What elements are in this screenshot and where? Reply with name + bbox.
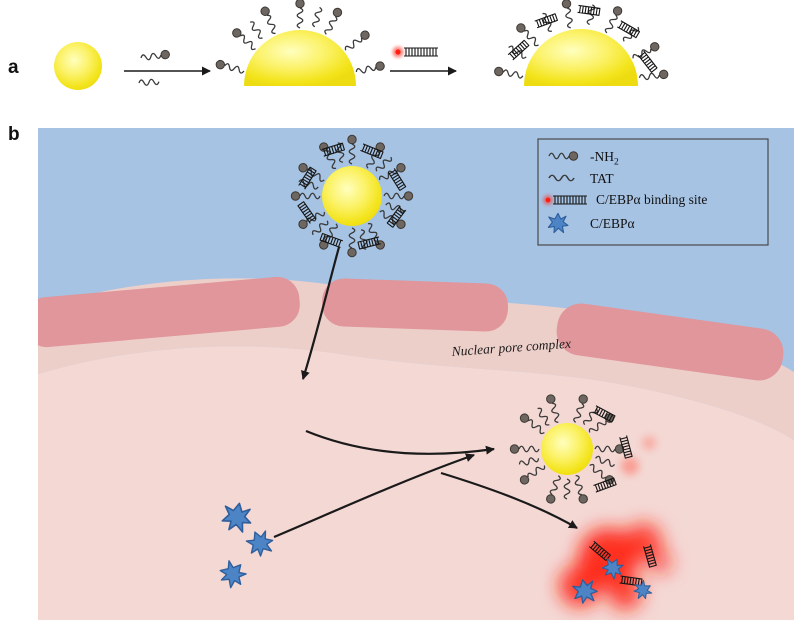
red-fluorophore-dot bbox=[395, 49, 401, 55]
nanoparticle-core bbox=[322, 166, 382, 226]
nanoparticle-dome bbox=[244, 30, 356, 86]
functionalized-nanoparticle-nucleus bbox=[510, 394, 656, 504]
release-fluorescence-arrow bbox=[440, 471, 578, 529]
dna-ladder-icon bbox=[403, 47, 439, 57]
tat-legend-label: TAT bbox=[590, 171, 614, 186]
binding-site-icon bbox=[543, 195, 588, 205]
bare-nanoparticle bbox=[54, 42, 102, 90]
released-fluorophore-glow bbox=[621, 457, 639, 475]
panel-a-label: a bbox=[8, 57, 19, 78]
tat-reagent-icon bbox=[138, 78, 160, 87]
functionalized-nanoparticle-cytoplasm bbox=[291, 135, 412, 256]
nuclear-envelope-segment bbox=[321, 278, 509, 332]
panel-b-label: b bbox=[8, 124, 20, 145]
amine-legend-label: -NH2 bbox=[590, 149, 619, 168]
binding-site-legend-label: C/EBPα binding site bbox=[596, 192, 707, 207]
nuclear-entry-arrow bbox=[301, 246, 341, 380]
dna-functionalized-nanoparticle bbox=[494, 0, 669, 86]
nanoparticle-core bbox=[541, 423, 593, 475]
amine-label-subscript: 2 bbox=[614, 158, 619, 168]
amine-label-prefix: -NH bbox=[590, 149, 614, 164]
nanoparticle-binding-arrow bbox=[305, 429, 495, 455]
dna-reagent-icon bbox=[392, 46, 439, 58]
legend-box bbox=[537, 138, 769, 246]
panel-b-scene: Nuclear pore complex -NH2 TAT C/EBPα bin… bbox=[38, 128, 794, 620]
amine-reagent-icon bbox=[140, 50, 170, 62]
nuclear-envelope-segment bbox=[38, 276, 300, 348]
nanoparticle-dome bbox=[524, 29, 638, 86]
panel-a: a bbox=[8, 0, 668, 90]
fluorescence-cluster bbox=[559, 523, 672, 610]
legend: -NH2 TAT C/EBPα binding site C/EBPα bbox=[537, 138, 769, 246]
released-fluorophore-glow bbox=[642, 436, 656, 450]
tat-functionalized-nanoparticle bbox=[215, 0, 385, 86]
nuclear-envelope-segment bbox=[556, 303, 784, 381]
cebpa-legend-label: C/EBPα bbox=[590, 216, 635, 231]
cebpa-binding-arrow bbox=[273, 453, 475, 539]
